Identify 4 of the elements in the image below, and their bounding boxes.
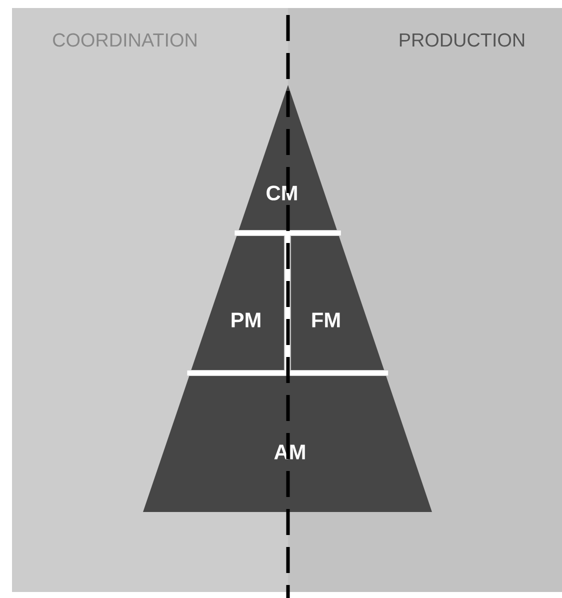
- pyramid-section: AM: [143, 376, 432, 512]
- pyramid-section: FM: [291, 236, 384, 370]
- pyramid-section: PM: [191, 236, 284, 370]
- pyramid-section: CM: [238, 85, 337, 230]
